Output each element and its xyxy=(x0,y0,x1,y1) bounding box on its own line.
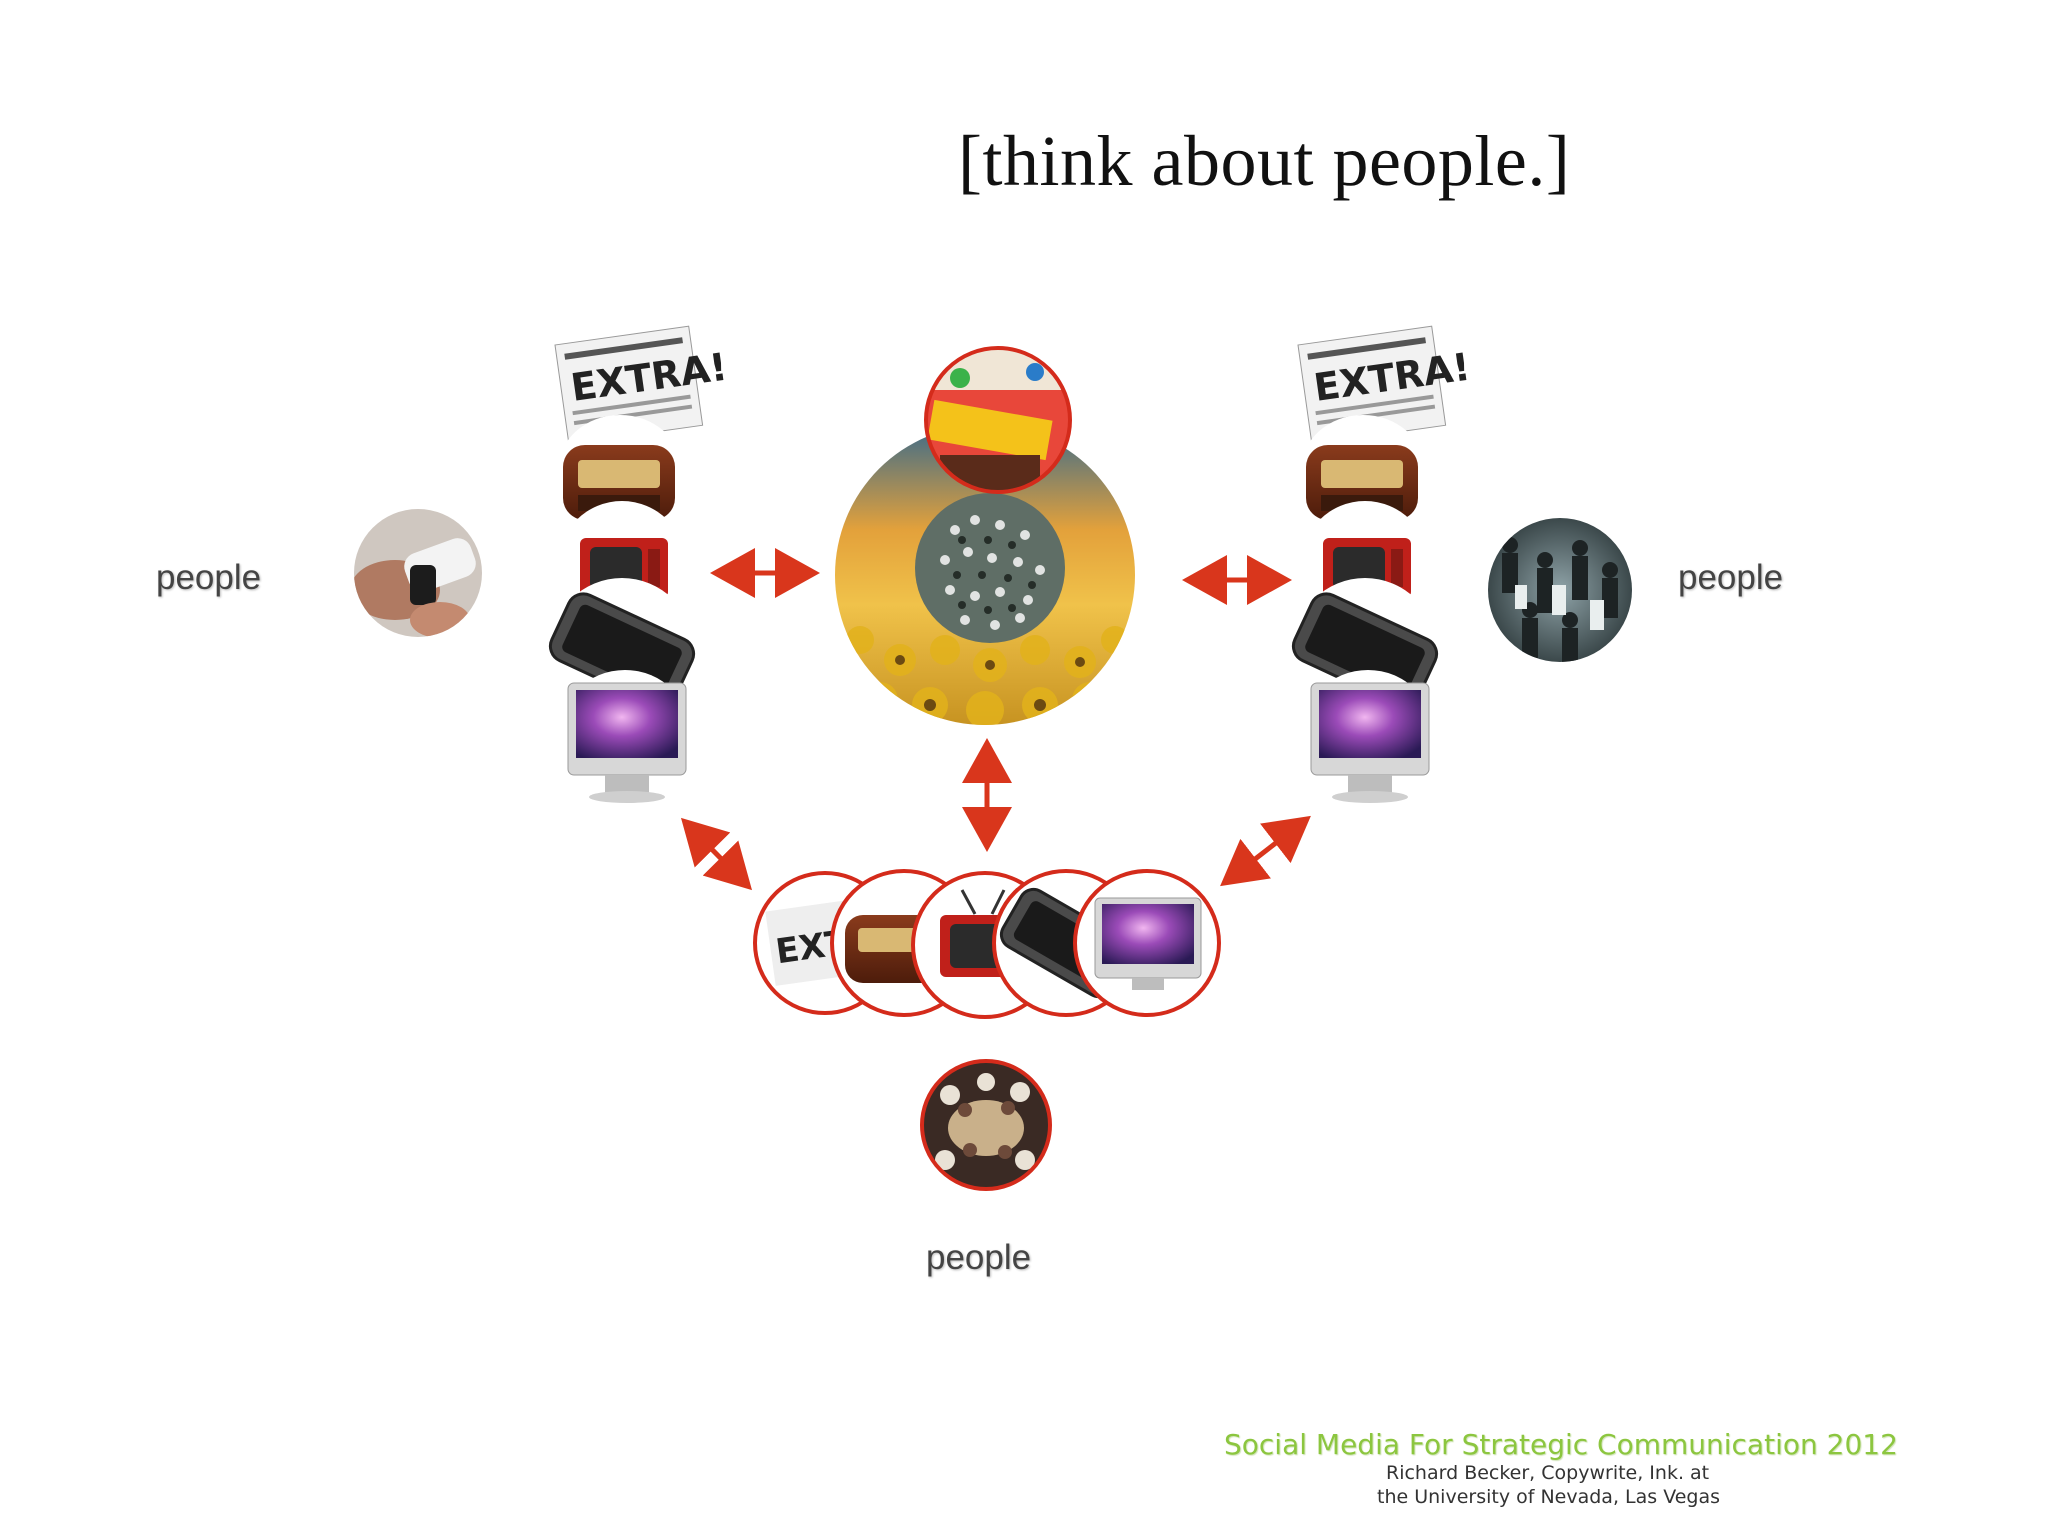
newspaper-icon: EXTRA! xyxy=(554,325,730,445)
center-crowd-photo xyxy=(915,493,1065,643)
footer-title: Social Media For Strategic Communication… xyxy=(1224,1428,1898,1461)
footer-credit-line2: the University of Nevada, Las Vegas xyxy=(1377,1486,1721,1508)
arrow-left-bottom xyxy=(680,817,753,891)
bottom-people-photo xyxy=(920,1059,1052,1191)
slide-title: [think about people.] xyxy=(958,121,1571,201)
right-people-photo xyxy=(1488,518,1632,662)
footer-credit-line1: Richard Becker, Copywrite, Ink. at xyxy=(1386,1462,1710,1484)
arrows xyxy=(680,548,1311,891)
left-people-photo xyxy=(354,509,482,637)
newspaper-icon: EXTRA! xyxy=(1297,325,1473,445)
bottom-media-row: EXT xyxy=(753,869,1221,1019)
people-label-right: people xyxy=(1678,558,1784,597)
imac-icon xyxy=(557,670,693,806)
imac-icon xyxy=(1300,670,1436,806)
people-label-left: people xyxy=(156,558,262,597)
imac-icon xyxy=(1073,869,1221,1017)
right-media-stack: EXTRA! xyxy=(1291,325,1473,806)
arrow-right-bottom xyxy=(1220,815,1311,887)
people-label-bottom: people xyxy=(926,1238,1032,1277)
left-media-stack: EXTRA! xyxy=(548,325,730,806)
